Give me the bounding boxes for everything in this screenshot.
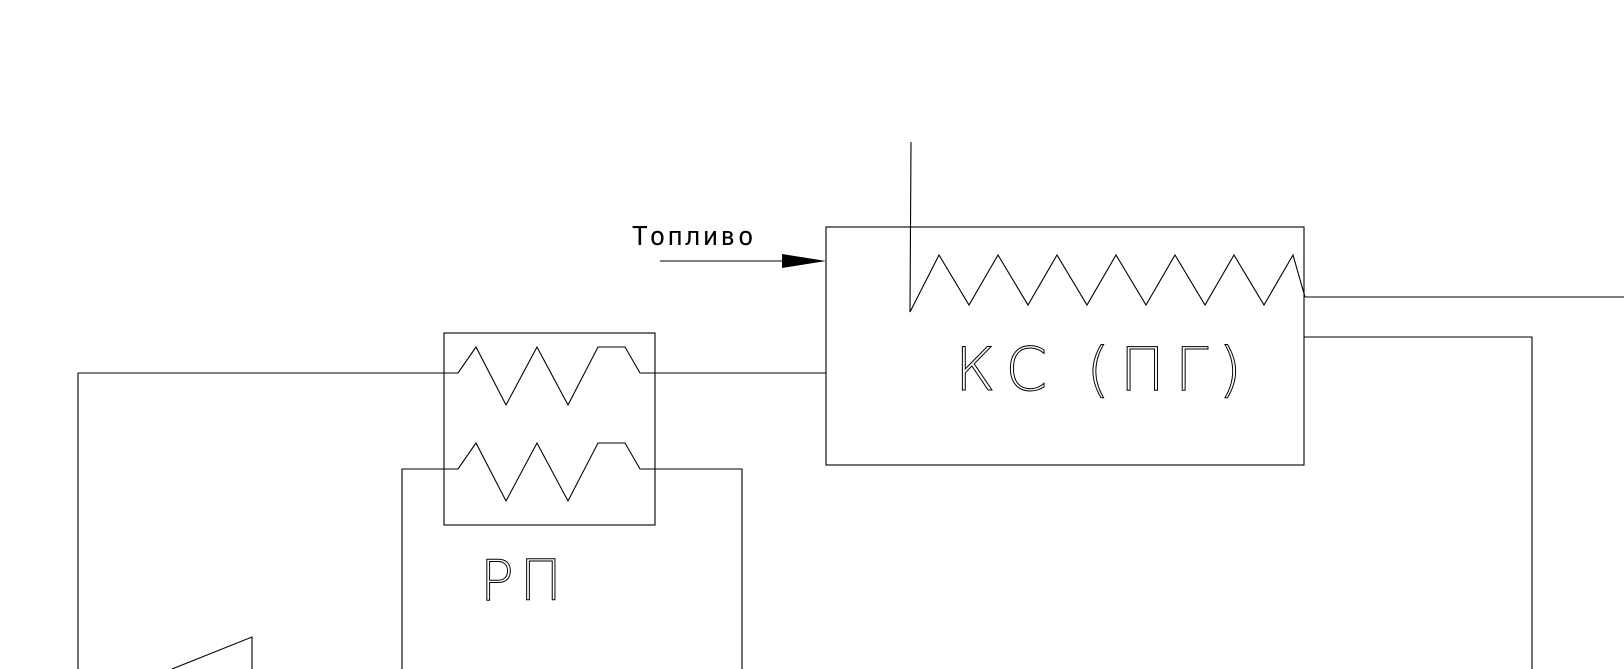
combustion-chamber-coil [909,141,1306,313]
combustion-chamber-box [825,226,1305,466]
exhaust-line [1304,336,1533,669]
combustion-chamber-label: КС (ПГ) [955,335,1252,405]
regenerator-box [443,332,656,526]
regenerator-label: РП [480,549,568,614]
turbine-fragment [171,636,253,669]
fuel-arrow-head [782,254,826,268]
regenerator-lower-coil [401,441,743,669]
fuel-label: Топливо [632,222,756,252]
regenerator-upper-coil [77,345,826,669]
